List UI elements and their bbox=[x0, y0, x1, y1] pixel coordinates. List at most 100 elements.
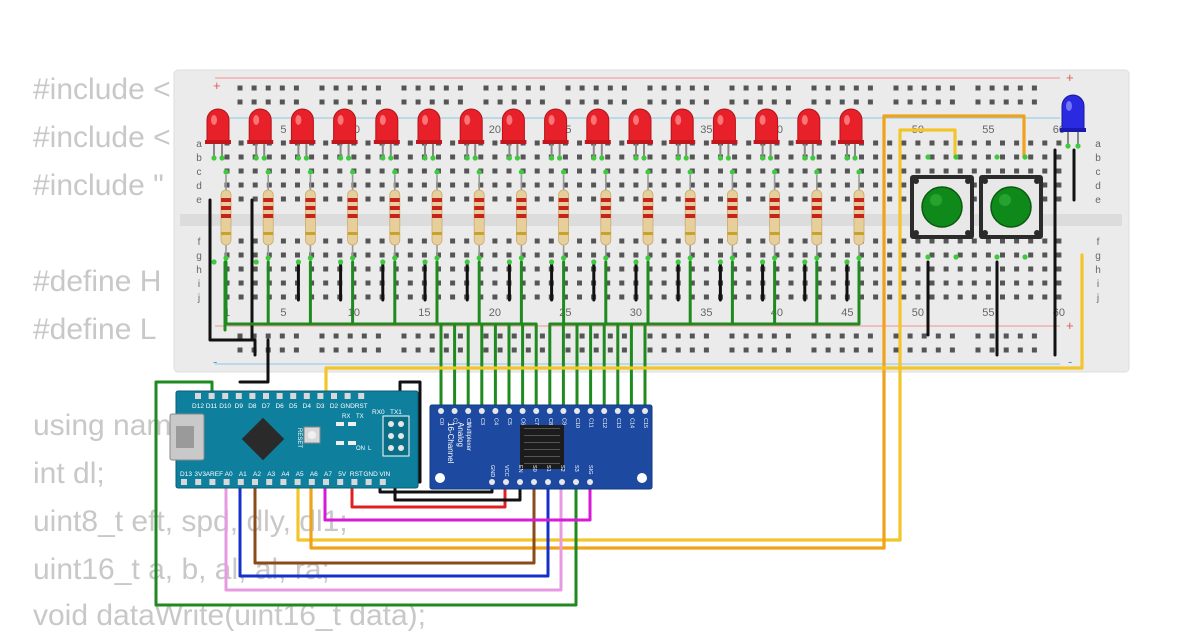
breadboard-hole bbox=[421, 168, 427, 174]
header-pin[interactable] bbox=[223, 479, 230, 485]
push-button[interactable] bbox=[910, 154, 974, 260]
resistor[interactable] bbox=[549, 169, 569, 265]
header-pin[interactable] bbox=[531, 479, 537, 485]
resistor[interactable] bbox=[844, 169, 865, 265]
button-cap[interactable] bbox=[921, 186, 963, 228]
header-pin[interactable] bbox=[280, 479, 287, 485]
red-led[interactable] bbox=[711, 108, 738, 161]
red-led[interactable] bbox=[458, 108, 485, 161]
header-pin[interactable] bbox=[266, 479, 273, 485]
header-pin[interactable] bbox=[249, 393, 256, 399]
header-pin[interactable] bbox=[642, 408, 648, 414]
header-pin[interactable] bbox=[263, 393, 269, 399]
header-pin[interactable] bbox=[533, 408, 540, 414]
red-led[interactable] bbox=[838, 108, 864, 161]
red-led[interactable] bbox=[289, 108, 316, 161]
red-led[interactable] bbox=[205, 108, 231, 161]
red-led[interactable] bbox=[331, 108, 358, 161]
header-pin[interactable] bbox=[235, 393, 242, 399]
resistor[interactable] bbox=[464, 169, 485, 265]
red-led[interactable] bbox=[373, 108, 400, 161]
red-led[interactable] bbox=[584, 108, 611, 161]
header-pin[interactable] bbox=[323, 479, 329, 485]
header-pin[interactable] bbox=[614, 408, 621, 414]
red-led[interactable] bbox=[542, 108, 569, 161]
header-pin[interactable] bbox=[317, 393, 324, 399]
header-pin[interactable] bbox=[344, 393, 351, 399]
red-led[interactable] bbox=[500, 108, 527, 161]
header-pin[interactable] bbox=[451, 408, 458, 414]
resistor[interactable] bbox=[717, 169, 738, 265]
header-pin[interactable] bbox=[294, 479, 301, 485]
resistor[interactable] bbox=[506, 169, 527, 265]
header-pin[interactable] bbox=[195, 479, 202, 485]
header-pin[interactable] bbox=[303, 393, 310, 399]
header-pin[interactable] bbox=[358, 393, 365, 399]
header-pin[interactable] bbox=[195, 393, 201, 399]
header-pin[interactable] bbox=[438, 408, 444, 414]
header-pin[interactable] bbox=[492, 408, 499, 414]
resistor[interactable] bbox=[380, 169, 401, 265]
header-pin[interactable] bbox=[503, 479, 509, 485]
header-pin[interactable] bbox=[208, 393, 215, 399]
header-pin[interactable] bbox=[209, 479, 216, 485]
resistor[interactable] bbox=[338, 169, 359, 265]
resistor[interactable] bbox=[760, 169, 780, 265]
led-rim bbox=[416, 140, 442, 144]
resistor[interactable] bbox=[591, 169, 612, 265]
header-pin[interactable] bbox=[587, 408, 594, 414]
header-pin[interactable] bbox=[545, 479, 551, 485]
red-led[interactable] bbox=[795, 108, 822, 161]
red-led[interactable] bbox=[416, 108, 442, 161]
header-pin[interactable] bbox=[351, 479, 358, 485]
red-led[interactable] bbox=[669, 108, 696, 161]
header-pin[interactable] bbox=[465, 408, 472, 414]
header-pin[interactable] bbox=[290, 393, 297, 399]
header-pin[interactable] bbox=[560, 408, 567, 414]
header-pin[interactable] bbox=[331, 393, 337, 399]
rail-hole bbox=[935, 85, 941, 91]
red-led[interactable] bbox=[247, 108, 274, 161]
blue-led[interactable] bbox=[1060, 94, 1086, 149]
header-pin[interactable] bbox=[546, 408, 553, 414]
button-cap[interactable] bbox=[990, 186, 1032, 228]
header-pin[interactable] bbox=[337, 479, 344, 485]
resistor[interactable] bbox=[295, 169, 316, 265]
header-pin[interactable] bbox=[478, 408, 485, 414]
red-led[interactable] bbox=[753, 108, 780, 161]
rail-hole bbox=[771, 85, 777, 91]
resistor[interactable] bbox=[211, 169, 232, 265]
ground-wire bbox=[208, 198, 257, 357]
resistor[interactable] bbox=[253, 169, 274, 265]
header-pin[interactable] bbox=[628, 408, 635, 414]
header-pin[interactable] bbox=[601, 408, 608, 414]
header-pin[interactable] bbox=[519, 408, 526, 414]
header-pin[interactable] bbox=[365, 479, 372, 485]
resistor[interactable] bbox=[802, 169, 823, 265]
header-pin[interactable] bbox=[587, 479, 593, 485]
header-pin[interactable] bbox=[222, 393, 229, 399]
resistor[interactable] bbox=[675, 169, 696, 265]
resistor[interactable] bbox=[422, 169, 443, 265]
header-pin[interactable] bbox=[573, 479, 579, 485]
red-led[interactable] bbox=[627, 108, 653, 161]
header-pin[interactable] bbox=[252, 479, 258, 485]
breadboard-hole bbox=[450, 280, 456, 286]
header-pin[interactable] bbox=[559, 479, 565, 485]
header-pin[interactable] bbox=[276, 393, 283, 399]
header-pin[interactable] bbox=[506, 408, 512, 414]
resistor[interactable] bbox=[633, 169, 654, 265]
header-pin[interactable] bbox=[517, 479, 523, 485]
header-pin[interactable] bbox=[489, 479, 495, 485]
header-pin[interactable] bbox=[308, 479, 315, 485]
header-pin[interactable] bbox=[181, 479, 187, 485]
header-pin[interactable] bbox=[379, 479, 386, 485]
header-pin[interactable] bbox=[237, 479, 244, 485]
push-button[interactable] bbox=[979, 154, 1043, 260]
header-pin[interactable] bbox=[574, 408, 580, 414]
breadboard-hole bbox=[365, 294, 371, 300]
breadboard-hole bbox=[478, 294, 484, 300]
